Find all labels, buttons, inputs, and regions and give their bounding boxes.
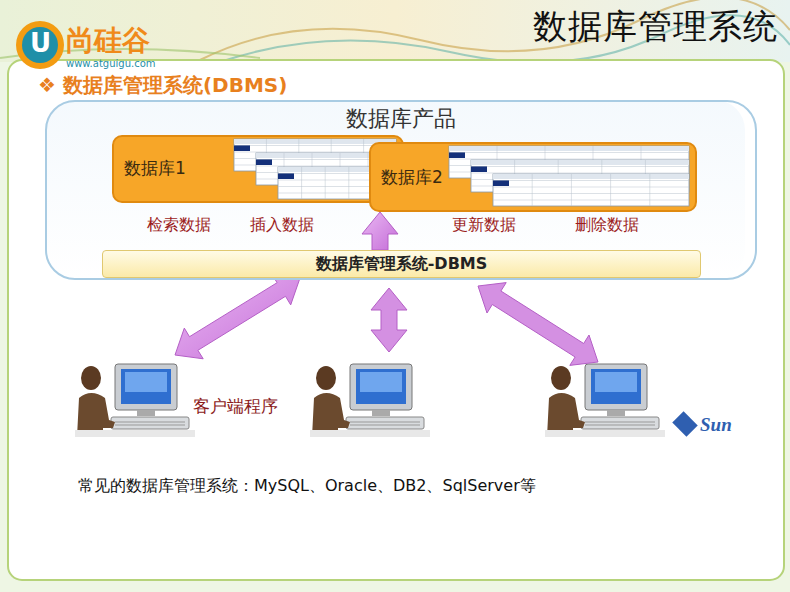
section-heading: ❖ 数据库管理系统(DBMS) xyxy=(38,72,287,99)
database-box: 数据库1 xyxy=(112,135,404,203)
logo-url: www.atguigu.com xyxy=(66,58,156,69)
operation-label: 删除数据 xyxy=(575,215,639,236)
double-arrow xyxy=(371,288,407,352)
dbms-band: 数据库管理系统-DBMS xyxy=(102,250,701,278)
block-arrow xyxy=(175,274,300,359)
logo-letter: U xyxy=(30,28,51,58)
node-text: 数据库1 xyxy=(124,157,186,180)
logo-name: 尚硅谷 xyxy=(66,22,150,60)
database-box: 数据库2 xyxy=(369,142,697,212)
slide-title: 数据库管理系统 xyxy=(533,4,778,50)
caption: 常见的数据库管理系统：MySQL、Oracle、DB2、SqlServer等 xyxy=(78,476,536,497)
node-text: 客户端程序 xyxy=(193,395,278,418)
vendor-logo: Sun xyxy=(700,414,732,436)
operation-label: 检索数据 xyxy=(147,215,211,236)
double-arrow xyxy=(478,283,598,366)
operation-label: 插入数据 xyxy=(250,215,314,236)
node-text: 数据库产品 xyxy=(47,102,755,134)
client-program: 客户端程序 xyxy=(75,355,295,440)
node-text: 数据库2 xyxy=(381,166,443,189)
operation-label: 更新数据 xyxy=(452,215,516,236)
block-arrow xyxy=(362,212,398,250)
product-box: 数据库产品数据库1 数据库2 数据库管理系统-DBMS xyxy=(45,100,757,280)
node-text: 数据库管理系统-DBMS xyxy=(103,251,700,277)
